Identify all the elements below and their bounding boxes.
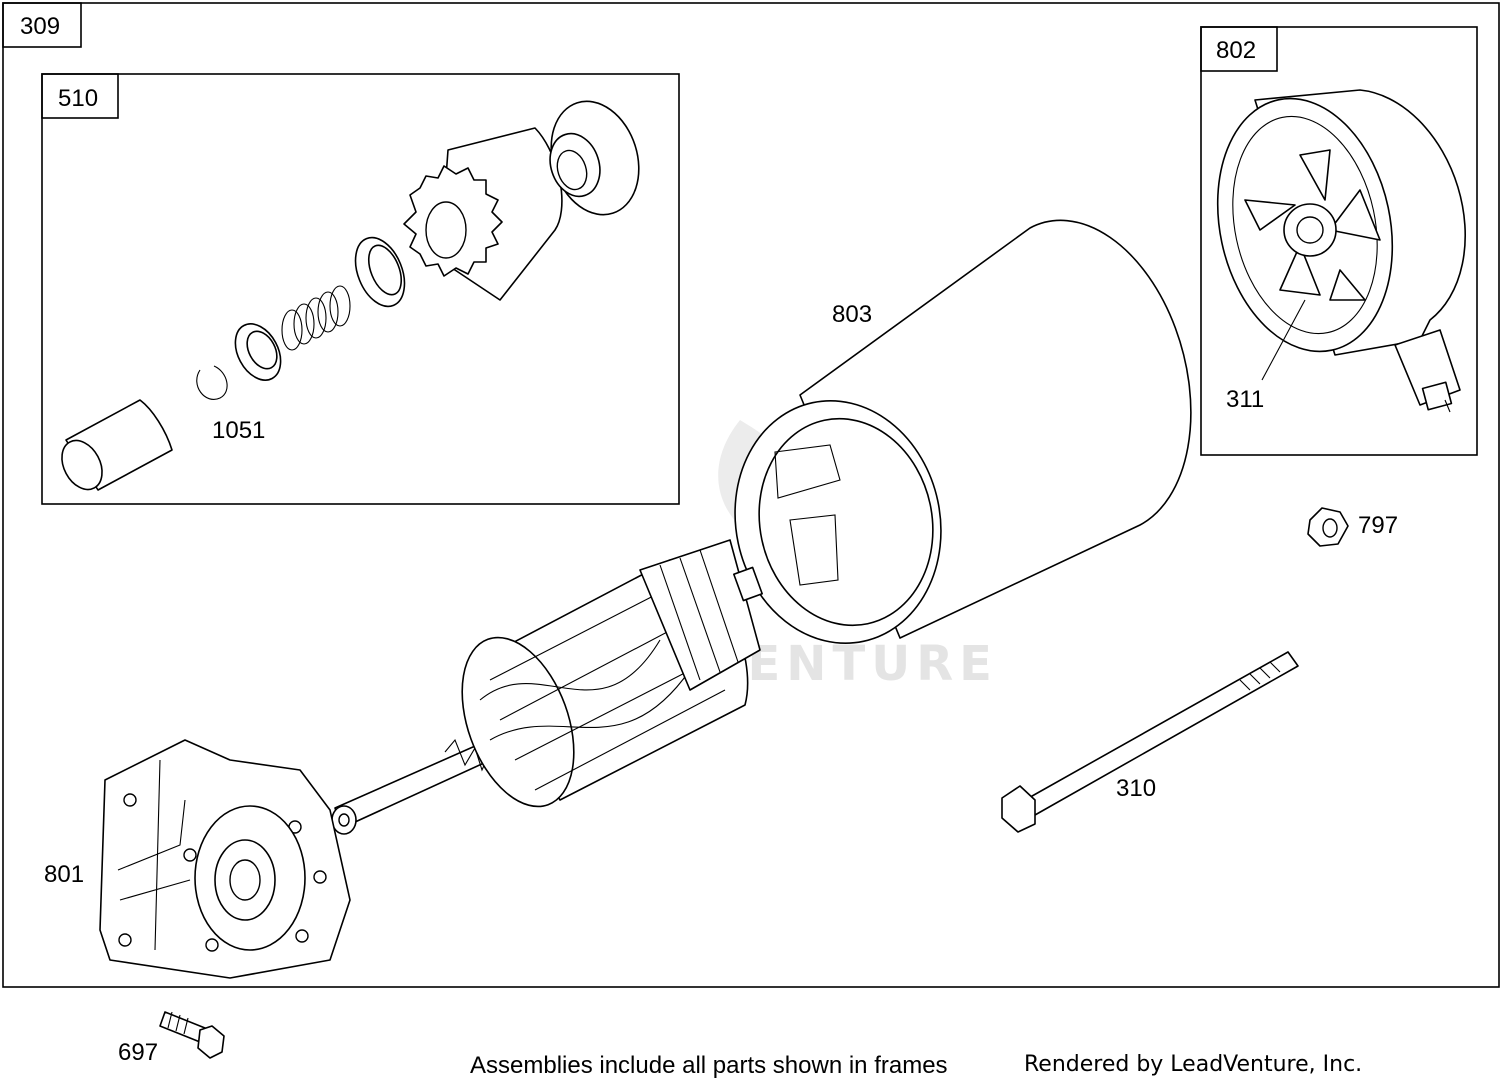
- terminal-stud: [1394, 329, 1461, 413]
- label-1051: 1051: [212, 417, 265, 444]
- frame-510: 510: [41, 73, 680, 505]
- label-801: 801: [44, 861, 84, 888]
- render-credit: Rendered by LeadVenture, Inc.: [1024, 1052, 1363, 1077]
- end-cap-assembly: [1216, 89, 1467, 413]
- assemblies-note: Assemblies include all parts shown in fr…: [470, 1052, 948, 1079]
- spring-cup: [354, 236, 406, 308]
- collar: [234, 323, 282, 381]
- label-310: 310: [1116, 775, 1156, 802]
- frame-802: 802: [1200, 26, 1478, 456]
- label-697: 697: [118, 1039, 158, 1066]
- spring: [281, 285, 351, 351]
- frame-309: 309: [2, 2, 1500, 988]
- pinion-sleeve: [61, 399, 173, 491]
- bracket-screw: [159, 1011, 225, 1059]
- label-311: 311: [1226, 386, 1264, 413]
- brush-plate: [1244, 149, 1381, 301]
- through-bolt: [1001, 651, 1299, 833]
- frame-802-label: 802: [1216, 37, 1256, 64]
- hex-nut: [1307, 507, 1349, 547]
- pinion-gear: [403, 127, 563, 301]
- stop-washer: [549, 100, 640, 216]
- frame-510-label: 510: [58, 85, 98, 112]
- mounting-bracket: [99, 739, 351, 979]
- label-797: 797: [1358, 512, 1398, 539]
- retaining-ring: [196, 365, 228, 400]
- armature: [331, 539, 763, 835]
- label-803: 803: [832, 301, 872, 328]
- motor-housing: [734, 219, 1192, 645]
- frame-309-label: 309: [20, 13, 60, 40]
